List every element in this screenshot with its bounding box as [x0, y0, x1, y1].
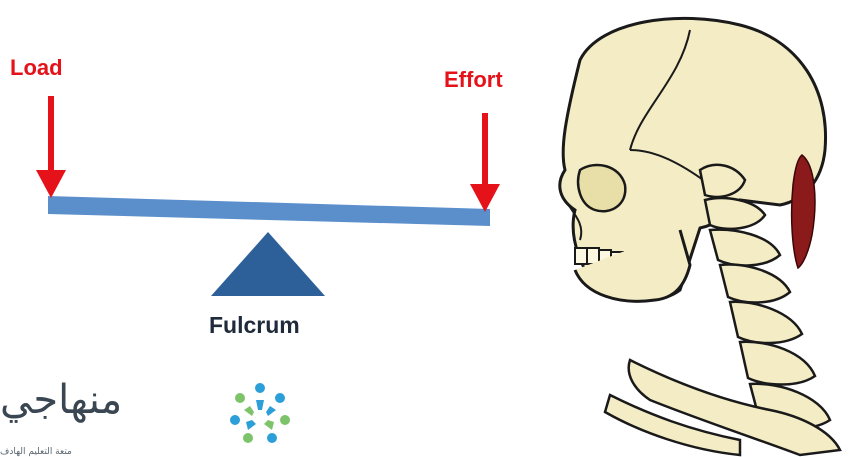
- neck-muscle: [792, 155, 815, 268]
- effort-label: Effort: [444, 67, 503, 93]
- lever-beam: [48, 196, 490, 226]
- load-label: Load: [10, 55, 63, 81]
- logo-text: منهاجي: [0, 377, 122, 423]
- lever-diagram: [0, 0, 540, 360]
- logo-tagline: متعة التعليم الهادف: [0, 447, 72, 457]
- fulcrum-triangle: [211, 232, 325, 296]
- fulcrum-label: Fulcrum: [209, 312, 300, 339]
- effort-arrow-icon: [470, 113, 500, 212]
- eye-socket: [578, 165, 625, 211]
- skull-neck-illustration: [540, 0, 853, 457]
- load-arrow-icon: [36, 96, 66, 198]
